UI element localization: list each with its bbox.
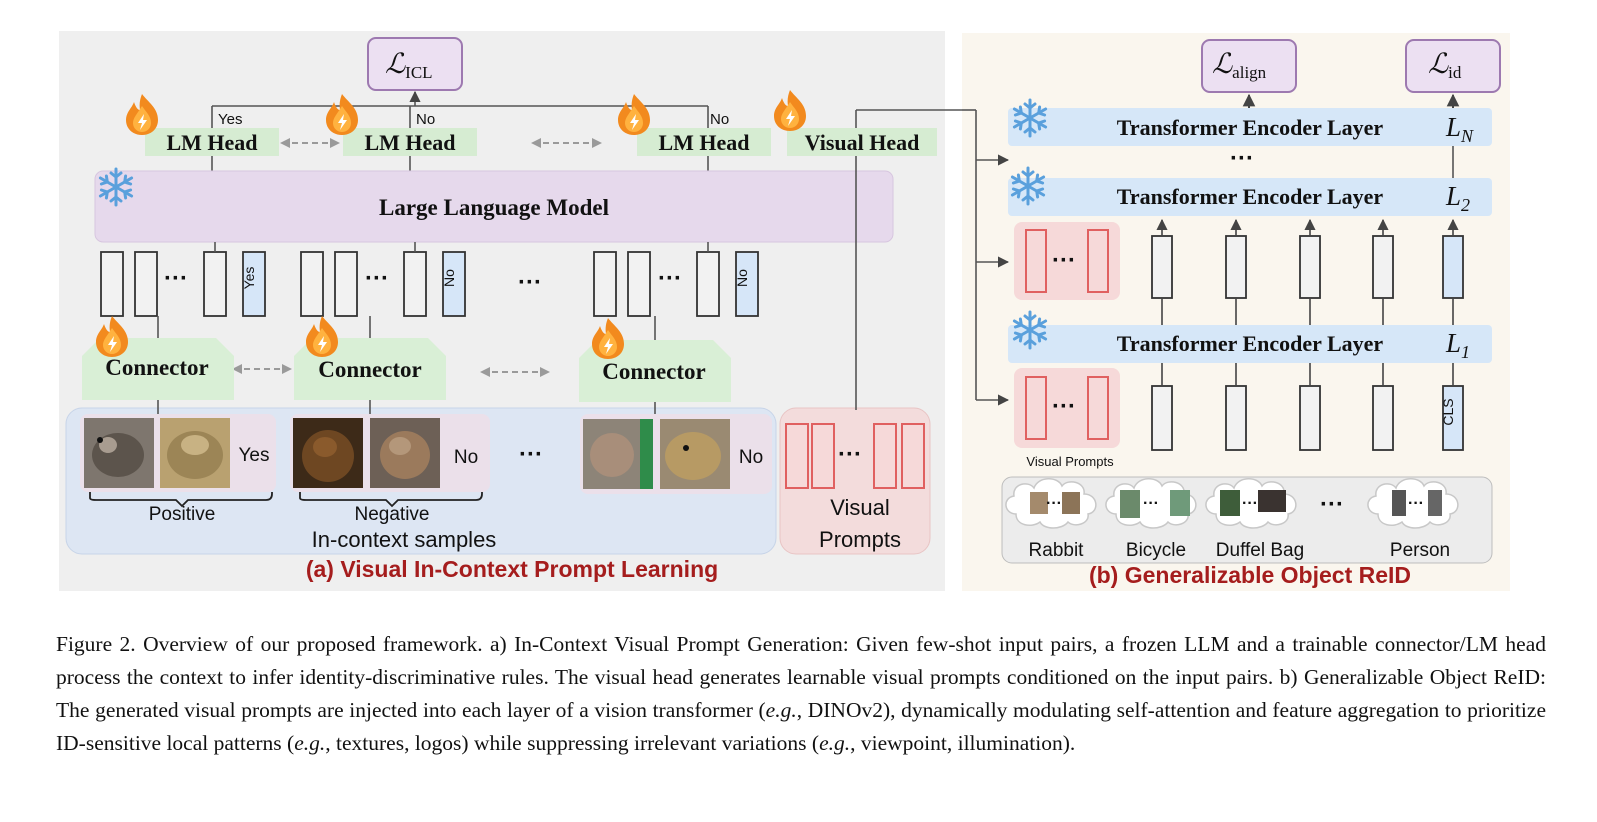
panel-a-title: (a) Visual In-Context Prompt Learning — [306, 556, 718, 582]
image-thumbnail — [660, 419, 730, 489]
lm-head-1-box — [145, 128, 279, 156]
connector-3: Connector — [602, 359, 705, 384]
loss-id-box — [1405, 39, 1501, 93]
loss-align-label: ℒalign — [1212, 49, 1267, 82]
sample-answer-1: Yes — [239, 445, 270, 466]
encoder-layer-1: Transformer Encoder Layer — [1117, 331, 1384, 356]
ellipsis: ··· — [1046, 495, 1062, 512]
ellipsis: ··· — [1052, 247, 1076, 274]
encoder-layer-2-box — [1008, 178, 1492, 216]
loss-icl-box — [367, 37, 463, 91]
image-thumbnail — [370, 418, 440, 488]
bidirectional-arrow-icon — [232, 138, 602, 377]
loss-align-box — [1201, 39, 1297, 93]
lm-head-2-box — [343, 128, 477, 156]
llm-label: Large Language Model — [379, 195, 609, 220]
lm-head-2: LM Head — [364, 130, 455, 155]
in-context-samples-label: In-context samples — [312, 527, 497, 552]
encoder-layer-1-box — [1008, 325, 1492, 363]
encoder-layer-n: Transformer Encoder Layer — [1117, 115, 1384, 140]
panel-b-title: (b) Generalizable Object ReID — [1089, 562, 1411, 588]
ellipsis: ··· — [365, 265, 389, 292]
category-rabbit: Rabbit — [1029, 540, 1085, 561]
head-answer-2: No — [416, 111, 435, 128]
visual-head-box — [787, 128, 937, 156]
caption-text-3: , textures, logos) while suppressing irr… — [325, 731, 820, 755]
caption-eg-1: e.g. — [765, 698, 797, 722]
lm-head-3: LM Head — [658, 130, 749, 155]
visual-head: Visual Head — [805, 130, 920, 155]
image-thumbnail — [84, 418, 154, 488]
ellipsis: ··· — [519, 441, 543, 468]
token-label-no-1: No — [441, 269, 457, 287]
ellipsis: ··· — [658, 265, 682, 292]
panel-b: ℒalign ℒid Transformer Encoder Layer LN … — [962, 33, 1510, 591]
ellipsis: ··· — [838, 441, 862, 468]
encoder-layer-1-index: L1 — [1445, 328, 1470, 362]
caption-text-1: Overview of our proposed framework. a) I… — [56, 632, 1546, 722]
loss-icl-label: ℒICL — [385, 49, 433, 82]
encoder-layer-2: Transformer Encoder Layer — [1117, 184, 1384, 209]
panel-a: ℒICL Yes No No LM Head LM Head LM Head V… — [59, 31, 1010, 591]
ellipsis: ··· — [1408, 495, 1424, 512]
framework-figure: ℒICL Yes No No LM Head LM Head LM Head V… — [59, 31, 1510, 591]
category-bicycle: Bicycle — [1126, 540, 1186, 561]
caption-eg-2: e.g. — [294, 731, 326, 755]
head-answer-3: No — [710, 111, 729, 128]
connector-1: Connector — [105, 355, 208, 380]
lm-head-3-box — [637, 128, 771, 156]
ellipsis: ··· — [1143, 495, 1159, 512]
caption-eg-3: e.g. — [819, 731, 851, 755]
vertical-ellipsis: ··· — [1230, 145, 1254, 172]
category-duffel-bag: Duffel Bag — [1216, 540, 1304, 561]
lm-head-1: LM Head — [166, 130, 257, 155]
ellipsis: ··· — [518, 269, 542, 296]
category-person: Person — [1390, 540, 1450, 561]
connector-2: Connector — [318, 357, 421, 382]
cls-token-label: CLS — [1440, 398, 1456, 425]
token-label-yes: Yes — [241, 267, 257, 290]
caption-fig-label: Figure 2. — [56, 632, 136, 656]
image-thumbnail — [293, 418, 363, 488]
image-thumbnail — [160, 418, 230, 488]
encoder-layer-n-index: LN — [1445, 112, 1474, 146]
bracket-positive: Positive — [149, 504, 216, 525]
caption-text-2: , DINOv2), dynamically modulating self-a… — [56, 698, 1546, 755]
llm-box — [94, 170, 894, 243]
image-thumbnail — [583, 419, 653, 489]
ellipsis: ··· — [1052, 393, 1076, 420]
caption-text-4: , viewpoint, illumination). — [850, 731, 1076, 755]
head-answer-1: Yes — [218, 111, 242, 128]
loss-id-label: ℒid — [1428, 49, 1462, 82]
ellipsis: ··· — [1242, 495, 1258, 512]
ellipsis: ··· — [164, 265, 188, 292]
encoder-layer-n-box — [1008, 108, 1492, 146]
bracket-negative: Negative — [355, 504, 430, 525]
figure-caption: Figure 2. Overview of our proposed frame… — [56, 628, 1546, 760]
sample-answer-2: No — [454, 447, 478, 468]
visual-prompts-label-2: Prompts — [819, 527, 901, 552]
encoder-layer-2-index: L2 — [1445, 181, 1470, 215]
visual-prompts-label-1: Visual — [830, 495, 890, 520]
sample-answer-3: No — [739, 447, 763, 468]
visual-prompts-small-label: Visual Prompts — [1026, 454, 1114, 469]
image-thumbnail — [1030, 490, 1442, 518]
token-label-no-2: No — [734, 269, 750, 287]
ellipsis: ··· — [1320, 491, 1344, 518]
